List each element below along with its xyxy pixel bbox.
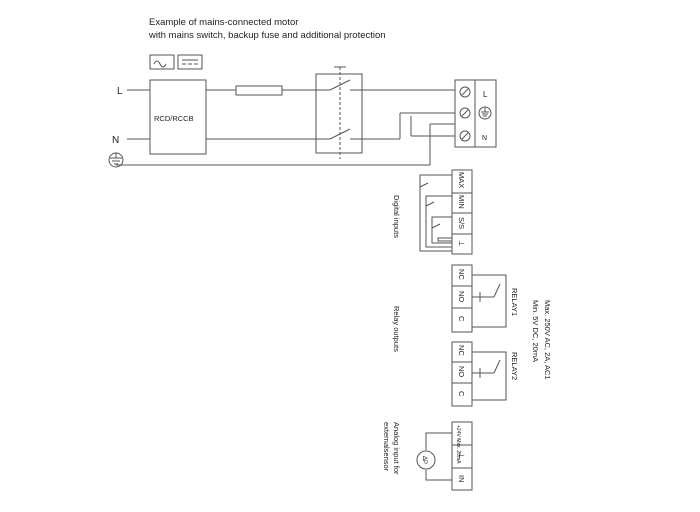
diagram-title-line-2: with mains switch, backup fuse and addit… bbox=[149, 30, 386, 41]
terminal-ground-label: ⊥ bbox=[457, 240, 466, 247]
analog-input-label-line-2: externalsensor bbox=[382, 422, 391, 472]
terminal-ss-label: S/S bbox=[457, 217, 466, 229]
analog-supply-label: +24V Max. 20mA bbox=[455, 425, 461, 464]
analog-in-label: IN bbox=[457, 475, 466, 483]
terminal-min-label: MIN bbox=[457, 195, 466, 209]
relay-rating-line-1: Max. 250V AC, 2A, AC1 bbox=[543, 300, 552, 380]
relay1-no-label: NO bbox=[457, 291, 466, 302]
terminal-max-label: MAX bbox=[457, 172, 466, 188]
supply-neutral-label: N bbox=[112, 135, 119, 146]
pressure-sensor-icon bbox=[416, 450, 436, 470]
diagram-title-line-1: Example of mains-connected motor bbox=[149, 17, 299, 28]
relay2-label: RELAY2 bbox=[510, 352, 519, 380]
analog-ground-label: ⊥ bbox=[457, 452, 466, 459]
mains-switch bbox=[315, 73, 363, 154]
relay1-label: RELAY1 bbox=[510, 288, 519, 316]
relay2-terminal-block bbox=[451, 341, 473, 407]
relay-outputs-label: Relay outputs bbox=[392, 306, 401, 352]
terminal-n-label: N bbox=[482, 135, 487, 142]
digital-inputs-terminal-block bbox=[451, 169, 473, 255]
supply-line-label: L bbox=[117, 86, 123, 97]
relay1-terminal-block bbox=[451, 264, 473, 333]
relay2-c-label: C bbox=[457, 391, 466, 397]
relay-rating-line-2: Min. 5V DC, 20mA bbox=[531, 300, 540, 362]
sensor-symbol-label: ΔP bbox=[421, 456, 427, 464]
backup-fuse bbox=[235, 85, 283, 96]
relay2-no-label: NO bbox=[457, 366, 466, 377]
rcd-box bbox=[149, 79, 207, 155]
rcd-label: RCD/RCCB bbox=[154, 114, 194, 123]
terminal-l-label: L bbox=[483, 90, 488, 99]
earth-icon bbox=[108, 152, 124, 168]
terminal-earth-icon bbox=[478, 106, 492, 120]
relay1-c-label: C bbox=[457, 316, 466, 322]
analog-input-label-line-1: Analog input for bbox=[392, 422, 401, 475]
ac-dc-symbol-icon bbox=[149, 54, 203, 70]
digital-inputs-label: Digital inputs bbox=[392, 195, 401, 238]
analog-input-terminal-block bbox=[451, 421, 473, 491]
relay1-nc-label: NC bbox=[457, 269, 466, 280]
relay2-nc-label: NC bbox=[457, 345, 466, 356]
